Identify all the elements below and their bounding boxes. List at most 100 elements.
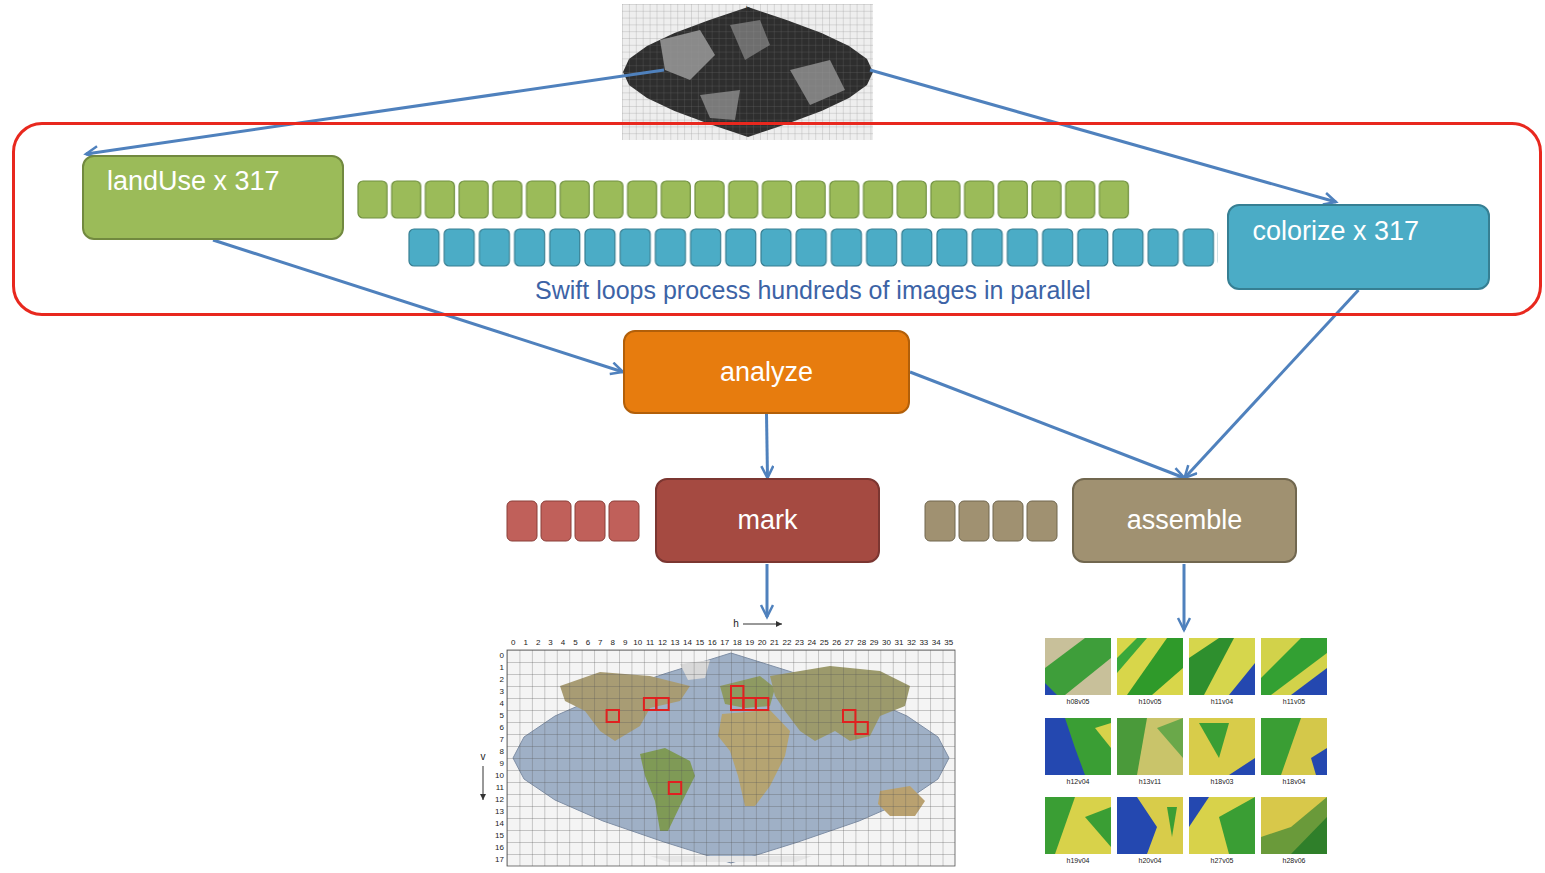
column-number: 5 [573, 639, 577, 647]
row-number: 6 [500, 724, 504, 732]
tile-image [1189, 797, 1255, 854]
flow-arrow [213, 240, 623, 372]
process-name: colorize x 317 [1253, 215, 1359, 247]
row-number: 9 [500, 760, 504, 768]
column-number: 1 [523, 639, 527, 647]
process-box: colorize x 317 [1227, 204, 1490, 290]
tile-mosaic [1045, 638, 1327, 854]
tile-caption: h27v05 [1211, 857, 1234, 864]
tile-area [1219, 797, 1255, 854]
marked-tile [843, 710, 855, 722]
tile-caption: h28v06 [1283, 857, 1306, 864]
process-box: mark [655, 478, 880, 563]
marked-tile [855, 722, 867, 734]
row-number: 2 [500, 676, 504, 684]
marked-tile [644, 698, 656, 710]
tile-area [1291, 668, 1327, 695]
axis-arrow [743, 624, 782, 625]
tile-ground [1189, 718, 1255, 775]
row-number: 17 [495, 856, 504, 864]
task-square [925, 501, 955, 541]
column-number: 8 [611, 639, 615, 647]
parallel-loop-region: landUse x 317colorize x 317Swift loops p… [12, 122, 1542, 316]
column-number: 31 [895, 639, 904, 647]
tile-ground [1045, 638, 1111, 695]
process-name: assemble [1127, 504, 1243, 536]
tile-area [1291, 817, 1327, 854]
row-number: 3 [500, 688, 504, 696]
column-number: 19 [745, 639, 754, 647]
tile-caption: h11v04 [1211, 698, 1233, 705]
tile-area [1261, 718, 1301, 775]
tile-caption: h18v03 [1211, 778, 1234, 785]
tile-area [1095, 723, 1111, 748]
column-number: 20 [758, 639, 767, 647]
column-number: 7 [598, 639, 602, 647]
marked-tile [756, 698, 768, 710]
tile-area [1189, 718, 1255, 775]
axis-arrow [483, 766, 484, 800]
column-number: 10 [633, 639, 642, 647]
column-number: 3 [548, 639, 552, 647]
marked-tiles [607, 686, 868, 794]
tile-area [1045, 797, 1075, 854]
row-number: 0 [500, 652, 504, 660]
tile-ground [1045, 797, 1111, 854]
column-number: 18 [733, 639, 742, 647]
marked-tile [607, 710, 619, 722]
column-number: 26 [832, 639, 841, 647]
tile-area [1167, 807, 1177, 837]
process-name: analyze [720, 356, 813, 388]
tile-area [1157, 718, 1183, 758]
tile-area [1229, 663, 1255, 695]
axis-letter: h [733, 619, 739, 629]
task-squares [357, 180, 1131, 220]
column-number: 16 [708, 639, 717, 647]
tile-area [1117, 638, 1147, 673]
marked-tile [743, 698, 755, 710]
row-number: 10 [495, 772, 504, 780]
tile-image [1189, 638, 1255, 695]
task-square [575, 501, 605, 541]
tile-ground [1261, 638, 1327, 695]
marked-tile [731, 686, 743, 698]
column-number: 35 [944, 639, 953, 647]
row-number: 15 [495, 832, 504, 840]
tile-ground [1117, 638, 1183, 695]
tile-image [1261, 718, 1327, 775]
tile-ground [1261, 797, 1327, 854]
marked-tile [731, 698, 743, 710]
tile-area [1085, 807, 1111, 847]
tile-caption: h08v05 [1067, 698, 1090, 705]
column-number: 22 [783, 639, 792, 647]
column-number: 6 [586, 639, 590, 647]
axis-letter: v [481, 752, 486, 762]
flow-arrow [767, 414, 768, 478]
world-map [483, 624, 955, 866]
task-square [507, 501, 537, 541]
tile-area [1045, 638, 1111, 695]
column-number: 23 [795, 639, 804, 647]
tile-image [1117, 638, 1183, 695]
column-number: 9 [623, 639, 627, 647]
flow-arrow [1185, 290, 1359, 478]
tile-area [1065, 718, 1111, 775]
column-number: 33 [919, 639, 928, 647]
tile-caption: h11v05 [1283, 698, 1305, 705]
tile-ground [1189, 638, 1255, 695]
region-caption: Swift loops process hundreds of images i… [535, 276, 1091, 305]
tile-ground [1117, 797, 1183, 854]
row-number: 1 [500, 664, 504, 672]
tile-image [1117, 718, 1183, 775]
column-number: 24 [807, 639, 816, 647]
column-number: 12 [658, 639, 667, 647]
column-number: 29 [870, 639, 879, 647]
tile-image [1045, 797, 1111, 854]
row-number: 12 [495, 796, 504, 804]
row-number: 13 [495, 808, 504, 816]
column-number: 28 [857, 639, 866, 647]
column-number: 13 [671, 639, 680, 647]
